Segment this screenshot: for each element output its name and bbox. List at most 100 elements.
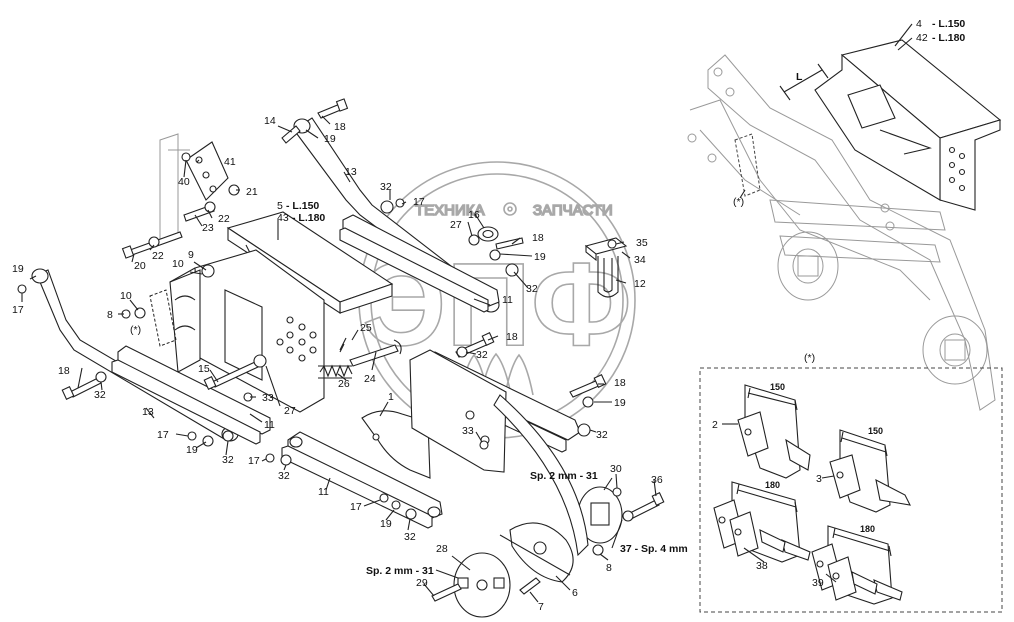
callout-34: 34 xyxy=(634,254,646,266)
callout-3: 3 xyxy=(816,473,822,485)
callout-32-right: 32 xyxy=(596,429,608,441)
bolt-18-left xyxy=(61,377,102,400)
wear-bracket-38 xyxy=(713,481,811,563)
dim-150-a-line xyxy=(747,387,798,411)
washer-32-bottom xyxy=(405,508,417,520)
wear-bracket-39 xyxy=(811,525,903,605)
callout-19-bottom: 19 xyxy=(380,518,392,530)
nut-17-mid xyxy=(187,431,197,441)
callout-32-upper-right: 32 xyxy=(526,283,538,295)
washer-32-center xyxy=(456,346,468,358)
callout-36: 36 xyxy=(651,474,663,486)
callout-8-lower: 8 xyxy=(606,562,612,574)
callout-19-mid: 19 xyxy=(186,444,198,456)
callout-19-upper-right: 19 xyxy=(534,251,546,263)
washer-19-top xyxy=(489,249,501,261)
callout-star-right: (*) xyxy=(733,196,744,208)
callout-33-left: 33 xyxy=(262,392,274,404)
callout-32-low: 32 xyxy=(278,470,290,482)
callout-32-left: 32 xyxy=(94,389,106,401)
dim-180-b-line xyxy=(832,527,892,557)
callout-27-left: 27 xyxy=(284,405,296,417)
callout-5-length: - L.150 xyxy=(286,200,319,212)
callout-20: 20 xyxy=(134,260,146,272)
callout-17-mid: 17 xyxy=(157,429,169,441)
callout-39: 39 xyxy=(812,577,824,589)
washer-27-top xyxy=(468,234,480,246)
nut-35 xyxy=(607,239,617,249)
pin-14 xyxy=(281,125,301,144)
callout-1: 1 xyxy=(388,391,394,403)
callout-11-upper: 11 xyxy=(502,294,513,306)
callout-22-left: 22 xyxy=(152,250,164,262)
bushing-40 xyxy=(181,152,191,162)
callout-43: 43 xyxy=(277,212,289,224)
spring-26 xyxy=(318,364,353,379)
callout-18-left: 18 xyxy=(58,365,70,377)
bolt-18-right xyxy=(569,374,607,398)
callout-32-mid: 32 xyxy=(222,454,234,466)
callout-35: 35 xyxy=(636,237,648,249)
nut-17-bottom xyxy=(379,493,389,503)
link-11-upper xyxy=(339,214,500,313)
washer-19-mid xyxy=(202,435,214,447)
washer-19-bottom xyxy=(391,500,401,510)
callout-12: 12 xyxy=(634,278,646,290)
callout-18-upper-right: 18 xyxy=(532,232,544,244)
callout-24: 24 xyxy=(364,373,376,385)
callout-26: 26 xyxy=(338,378,350,390)
callout-18-right: 18 xyxy=(614,377,626,389)
callout-43-length: - L.180 xyxy=(292,212,325,224)
u-bolt-12 xyxy=(597,256,619,298)
reference-assembly-ghost xyxy=(687,54,996,411)
callout-labels: 14 18 19 13 41 40 21 22 23 20 22 5 - L.1… xyxy=(12,18,965,613)
washer-22-left xyxy=(148,236,160,248)
washer-32-left xyxy=(95,371,107,383)
callout-4: 4 xyxy=(916,18,922,30)
washer-9 xyxy=(201,264,215,278)
callout-32-center: 32 xyxy=(476,349,488,361)
bolt-15 xyxy=(203,361,259,390)
callout-19-left: 19 xyxy=(12,263,24,275)
dashed-wear-bracket-left xyxy=(149,289,177,347)
callout-27-top: 27 xyxy=(450,219,462,231)
blade-arm xyxy=(493,394,589,557)
callout-21: 21 xyxy=(246,186,258,198)
dim-180-a-line xyxy=(736,483,798,513)
watermark-brand-right: ЗАПЧАСТИ xyxy=(533,202,613,219)
wear-bracket-2 xyxy=(737,384,811,479)
callout-13-upper: 13 xyxy=(345,166,357,178)
callout-19-top: 19 xyxy=(324,133,336,145)
callout-23: 23 xyxy=(202,222,214,234)
callout-10-upper: 10 xyxy=(172,258,184,270)
callout-17-bottom: 17 xyxy=(350,501,362,513)
dimension-180-a: 180 xyxy=(765,480,780,490)
callout-28: 28 xyxy=(436,543,448,555)
callout-14: 14 xyxy=(264,115,276,127)
disc-37 xyxy=(577,486,623,544)
callout-22-right: 22 xyxy=(218,213,230,225)
callout-32-bottom: 32 xyxy=(404,531,416,543)
washer-32-top xyxy=(380,200,394,214)
callout-18-top: 18 xyxy=(334,121,346,133)
callout-spacer-31-right: Sp. 2 mm - 31 xyxy=(530,470,598,482)
disc-6 xyxy=(499,522,574,583)
leader-lines xyxy=(21,23,913,603)
callout-17-low: 17 xyxy=(248,455,260,467)
callout-19-right: 19 xyxy=(614,397,626,409)
dimension-150-a: 150 xyxy=(770,382,785,392)
callout-11-left: 11 xyxy=(264,419,275,431)
callout-10-lower: 10 xyxy=(120,290,132,302)
washer-10 xyxy=(134,307,146,319)
dimension-150-b: 150 xyxy=(868,426,883,436)
support-column xyxy=(159,133,190,243)
callout-9: 9 xyxy=(188,249,194,261)
dimension-180-b: 180 xyxy=(860,524,875,534)
nut-17-left xyxy=(17,284,27,294)
detail-inset-frame xyxy=(699,367,1003,613)
disc-28 xyxy=(453,552,511,618)
callout-4-length: - L.150 xyxy=(932,18,965,30)
bolt-18-top xyxy=(317,98,349,119)
nut-17-low xyxy=(265,453,275,463)
